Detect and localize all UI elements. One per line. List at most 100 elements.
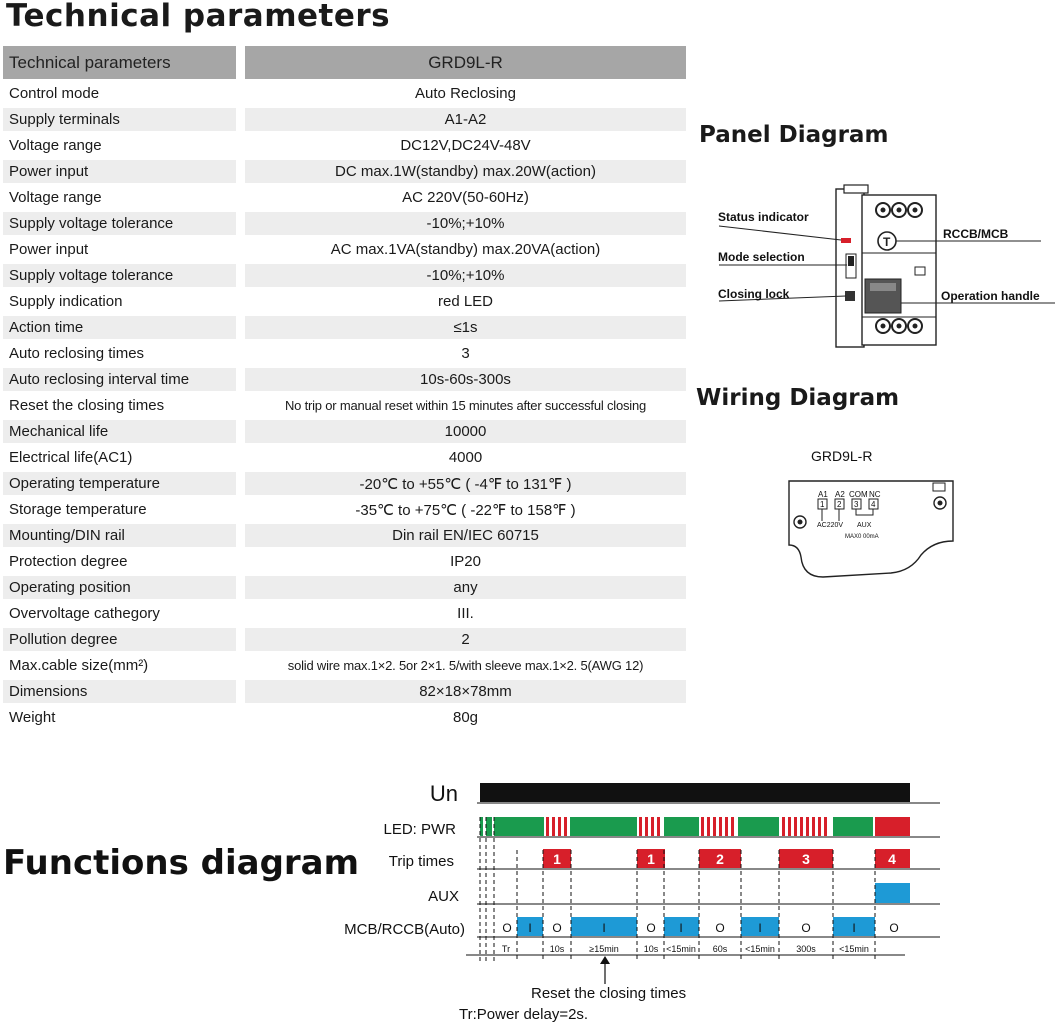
top-screws [875,202,923,218]
technical-parameters-table: Technical parameters GRD9L-R Control mod… [3,43,686,732]
interval-label: 10s [644,944,659,954]
parameter-value: 10000 [245,420,686,443]
trip-marker [779,849,833,868]
mcb-state-on: I [852,921,855,935]
led-green-segment [833,817,873,836]
parameter-value: 4000 [245,446,686,469]
parameter-value: 82×18×78mm [245,680,686,703]
parameter-name: Max.cable size(mm²) [3,654,236,677]
parameter-value: -35℃ to +75℃ ( -22℉ to 158℉ ) [245,498,686,521]
led-green-segment [494,817,544,836]
svg-text:T: T [883,235,891,249]
parameter-name: Operating temperature [3,472,236,495]
mcb-on-segment [664,917,699,936]
parameter-value: Din rail EN/IEC 60715 [245,524,686,547]
wiring-diagram: GRD9L-R A1 A2 COM NC 1 2 3 4 AC220V AUX … [788,448,954,578]
parameter-value: 80g [245,706,686,729]
reset-note: Reset the closing times [531,985,686,1002]
functions-diagram: Un LED: PWR Trip times AUX MCB/RCCB(Auto… [344,781,940,1023]
mcb-state-on: I [602,921,605,935]
parameter-name: Power input [3,160,236,183]
mcb-state-off: O [552,921,561,935]
parameter-name: Dimensions [3,680,236,703]
interval-labels: Tr 10s ≥15min 10s <15min 60s <15min 300s… [502,944,869,954]
led-green-segment [664,817,699,836]
parameter-name: Operating position [3,576,236,599]
parameter-value: A1-A2 [245,108,686,131]
label-rccb-mcb: RCCB/MCB [943,227,1009,241]
parameter-value: DC12V,DC24V-48V [245,134,686,157]
mcb-state-off: O [889,921,898,935]
terminal-label-a1: A1 [818,490,828,499]
table-row: Mechanical life 10000 [3,420,686,443]
status-led-icon [841,238,851,243]
parameter-value: red LED [245,290,686,313]
parameter-name: Reset the closing times [3,394,236,417]
row-label-led: LED: PWR [383,821,456,838]
parameter-name: Mounting/DIN rail [3,524,236,547]
parameter-value: AC max.1VA(standby) max.20VA(action) [245,238,686,261]
terminal-number-3: 3 [854,500,859,509]
led-flash-segment [782,817,827,836]
trip-count: 3 [802,851,810,867]
terminal-label-com: COM [849,490,868,499]
row-label-un: Un [430,781,458,806]
parameter-name: Control mode [3,82,236,105]
parameter-value: 2 [245,628,686,651]
table-row: Weight 80g [3,706,686,729]
interval-label: ≥15min [589,944,618,954]
trip-marker [637,849,665,868]
parameter-name: Protection degree [3,550,236,573]
table-header-model: GRD9L-R [245,46,686,79]
trip-marker [875,849,910,868]
functions-diagram-title: Functions diagram [3,843,360,883]
mcb-on-segment [833,917,875,936]
mcb-on-segment [517,917,543,936]
interval-label: <15min [666,944,696,954]
table-row: Pollution degree 2 [3,628,686,651]
terminal-label-nc: NC [869,490,881,499]
wiring-model-label: GRD9L-R [811,448,872,464]
trip-count: 1 [553,851,561,867]
mcb-state-on: I [679,921,682,935]
interval-tr: Tr [502,944,510,954]
mcb-on-segment [741,917,779,936]
wiring-terminals: A1 A2 COM NC 1 2 3 4 [817,490,881,510]
parameter-name: Auto reclosing interval time [3,368,236,391]
row-label-trip: Trip times [389,853,454,870]
table-row: Storage temperature-35℃ to +75℃ ( -22℉ t… [3,498,686,521]
closing-lock-icon [845,291,855,301]
parameter-name: Weight [3,706,236,729]
table-row: Supply indication red LED [3,290,686,313]
table-row: Max.cable size(mm²)solid wire max.1×2. 5… [3,654,686,677]
parameter-value: -10%;+10% [245,264,686,287]
parameter-name: Supply indication [3,290,236,313]
parameter-name: Mechanical life [3,420,236,443]
table-row: Operating temperature-20℃ to +55℃ ( -4℉ … [3,472,686,495]
table-header-row: Technical parameters GRD9L-R [3,46,686,79]
wiring-aux-label: AUX [857,522,872,529]
mcb-on-segment [571,917,637,936]
parameter-name: Voltage range [3,186,236,209]
parameter-name: Action time [3,316,236,339]
aux-active-bar [875,883,910,903]
label-status-indicator: Status indicator [718,210,809,224]
parameter-name: Overvoltage cathegory [3,602,236,625]
led-green-segment [570,817,637,836]
parameter-value: any [245,576,686,599]
trip-row: 1 1 2 3 4 [543,849,910,868]
wiring-ac-label: AC220V [817,522,843,529]
mcb-state-on: I [758,921,761,935]
parameter-name: Pollution degree [3,628,236,651]
table-row: Supply voltage tolerance-10%;+10% [3,212,686,235]
interval-label: 60s [713,944,728,954]
trip-count: 2 [716,851,724,867]
mcb-state-off: O [715,921,724,935]
